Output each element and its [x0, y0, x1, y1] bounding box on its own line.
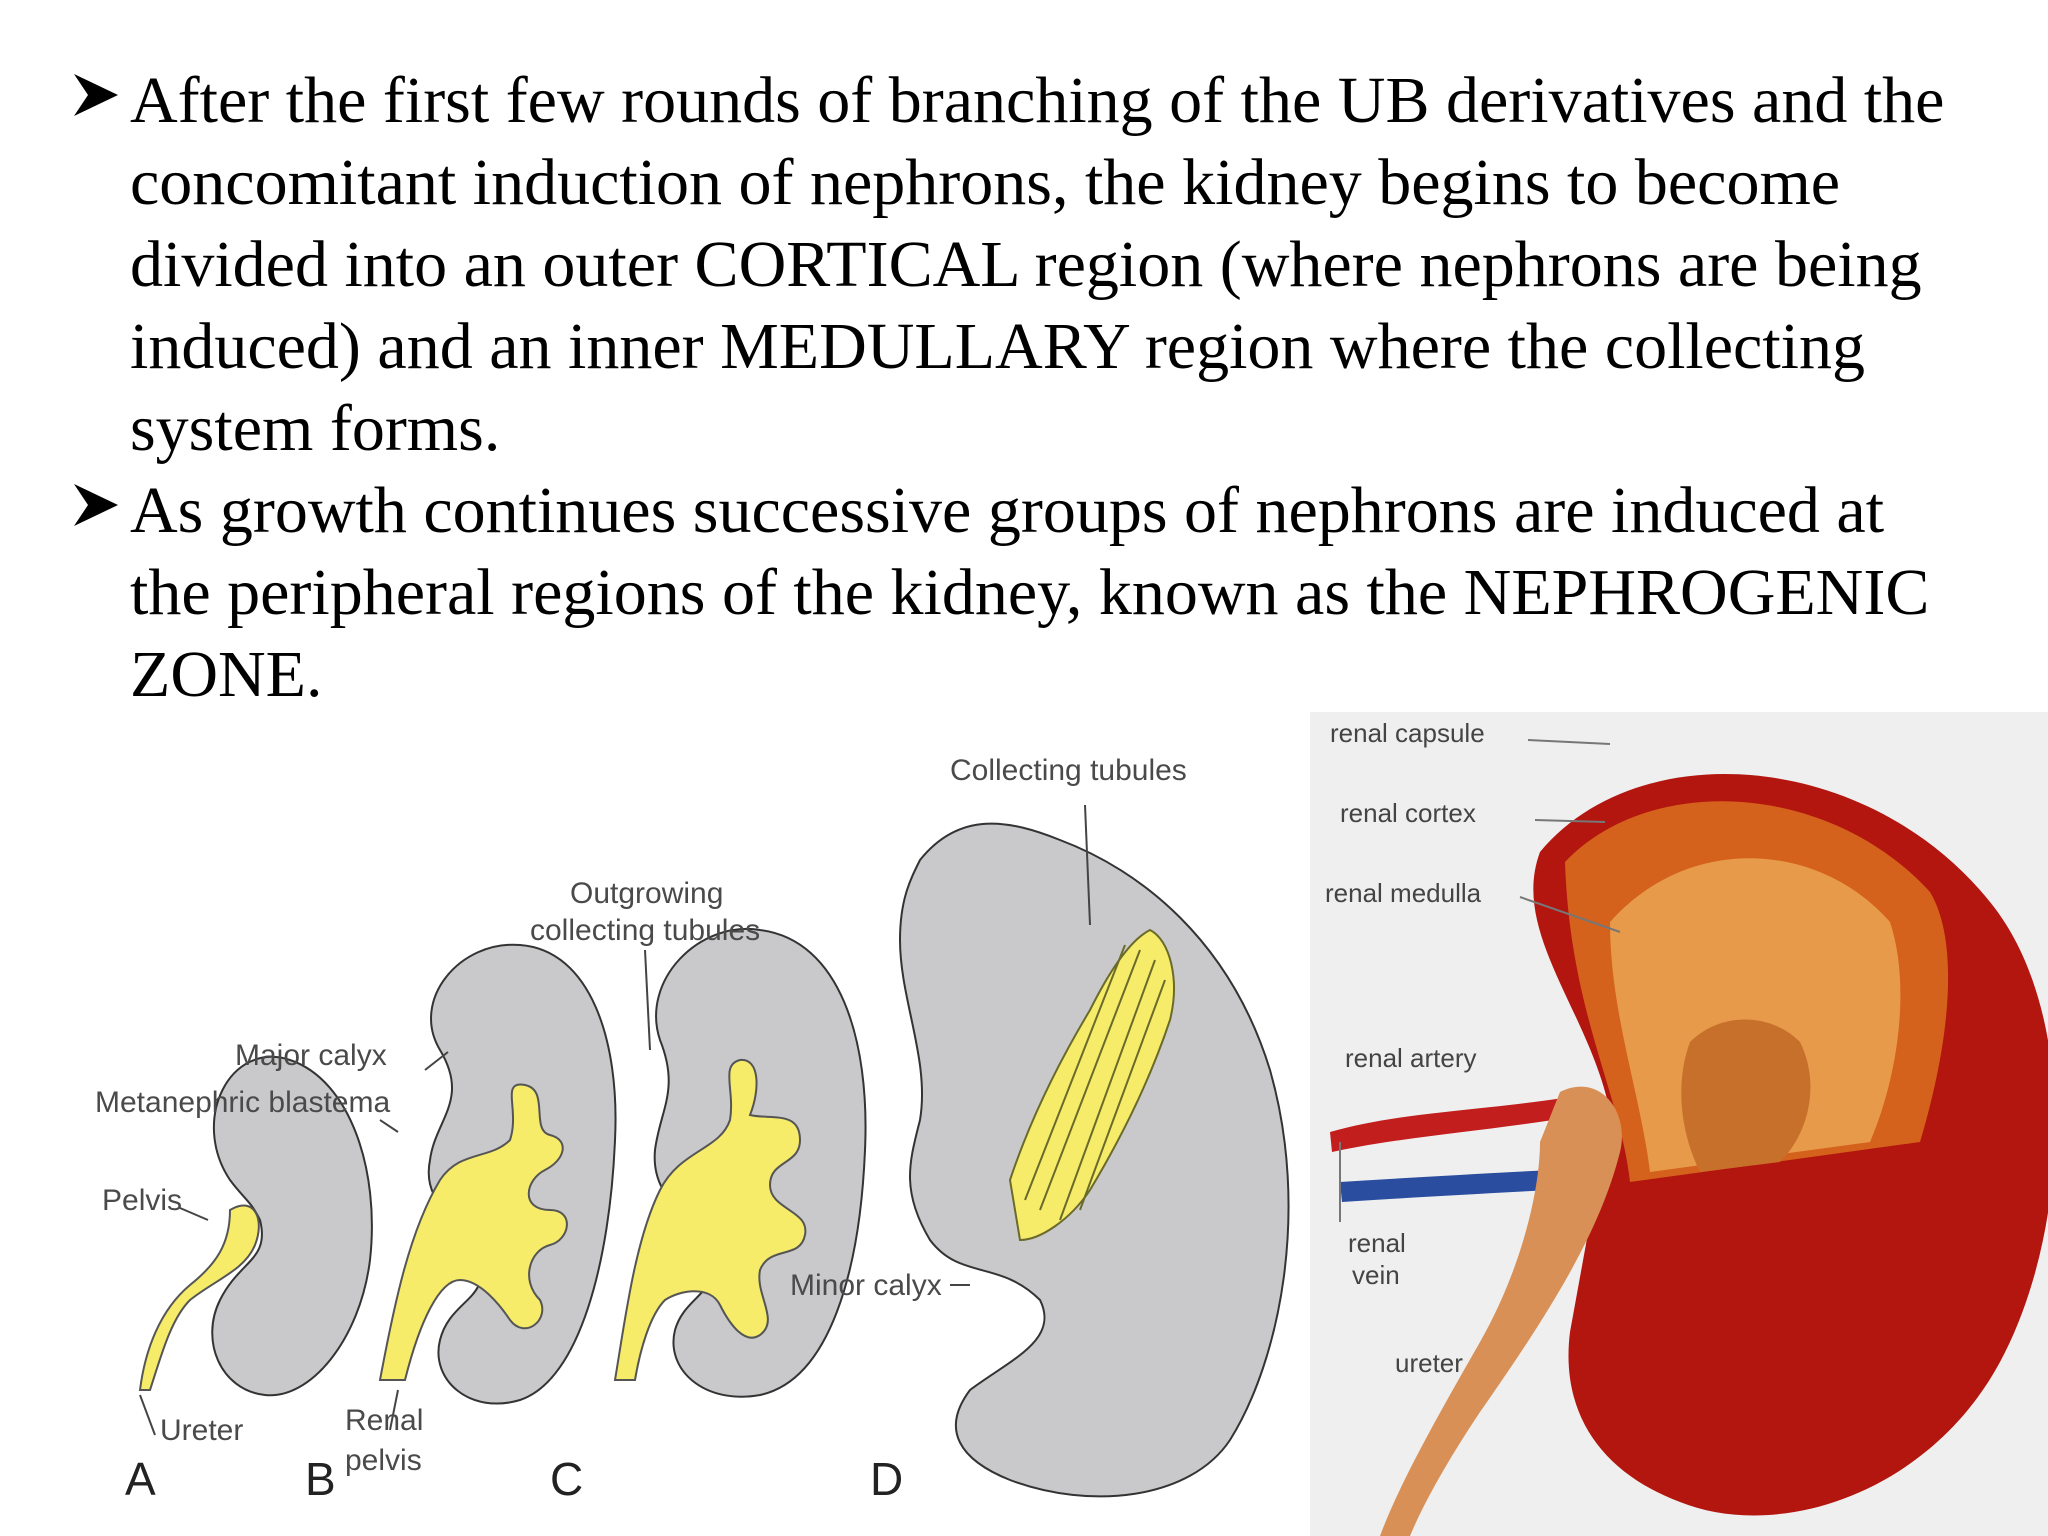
label-outgrowing: Outgrowing: [570, 877, 723, 910]
bullet-1: After the first few rounds of branching …: [70, 60, 1970, 470]
label-metanephric-blastema: Metanephric blastema: [95, 1086, 390, 1119]
label-renal-pelvis: pelvis: [345, 1444, 422, 1477]
label-outgrowing-collecting-tubules: collecting tubules: [530, 914, 760, 947]
label-renal-cortex: renal cortex: [1340, 798, 1476, 828]
kidney-cross-section-illustration: renal capsule renal cortex renal medulla…: [1310, 712, 2048, 1536]
bullet-2: As growth continues successive groups of…: [70, 470, 1970, 716]
label-renal-medulla: renal medulla: [1325, 878, 1482, 908]
label-pelvis: Pelvis: [102, 1184, 182, 1217]
kidney-development-diagram: Collecting tubules Outgrowing collecting…: [95, 754, 1290, 1505]
label-minor-calyx: Minor calyx: [790, 1269, 942, 1302]
arrow-bullet-icon: [74, 74, 118, 116]
panel-label-a: A: [125, 1453, 156, 1505]
panel-label-d: D: [870, 1453, 903, 1505]
label-vein: vein: [1352, 1260, 1400, 1290]
label-collecting-tubules: Collecting tubules: [950, 754, 1187, 787]
slide-text: After the first few rounds of branching …: [70, 60, 1970, 716]
panel-d-kidney: [898, 822, 1290, 1498]
label-renal-capsule: renal capsule: [1330, 718, 1485, 748]
bullet-2-text: As growth continues successive groups of…: [130, 474, 1930, 711]
panel-a-kidney: [138, 1056, 373, 1397]
label-major-calyx: Major calyx: [235, 1039, 387, 1072]
label-renal: renal: [1348, 1228, 1406, 1258]
arrow-bullet-icon: [74, 484, 118, 526]
label-ureter: Ureter: [160, 1414, 243, 1447]
label-renal: Renal: [345, 1404, 423, 1437]
panel-c-kidney: [613, 927, 867, 1398]
panel-b-kidney: [378, 943, 617, 1405]
label-renal-artery: renal artery: [1345, 1043, 1477, 1073]
panel-label-b: B: [305, 1453, 336, 1505]
bullet-1-text: After the first few rounds of branching …: [130, 64, 1945, 465]
label-ureter-illustration: ureter: [1395, 1348, 1463, 1378]
panel-label-c: C: [550, 1453, 583, 1505]
